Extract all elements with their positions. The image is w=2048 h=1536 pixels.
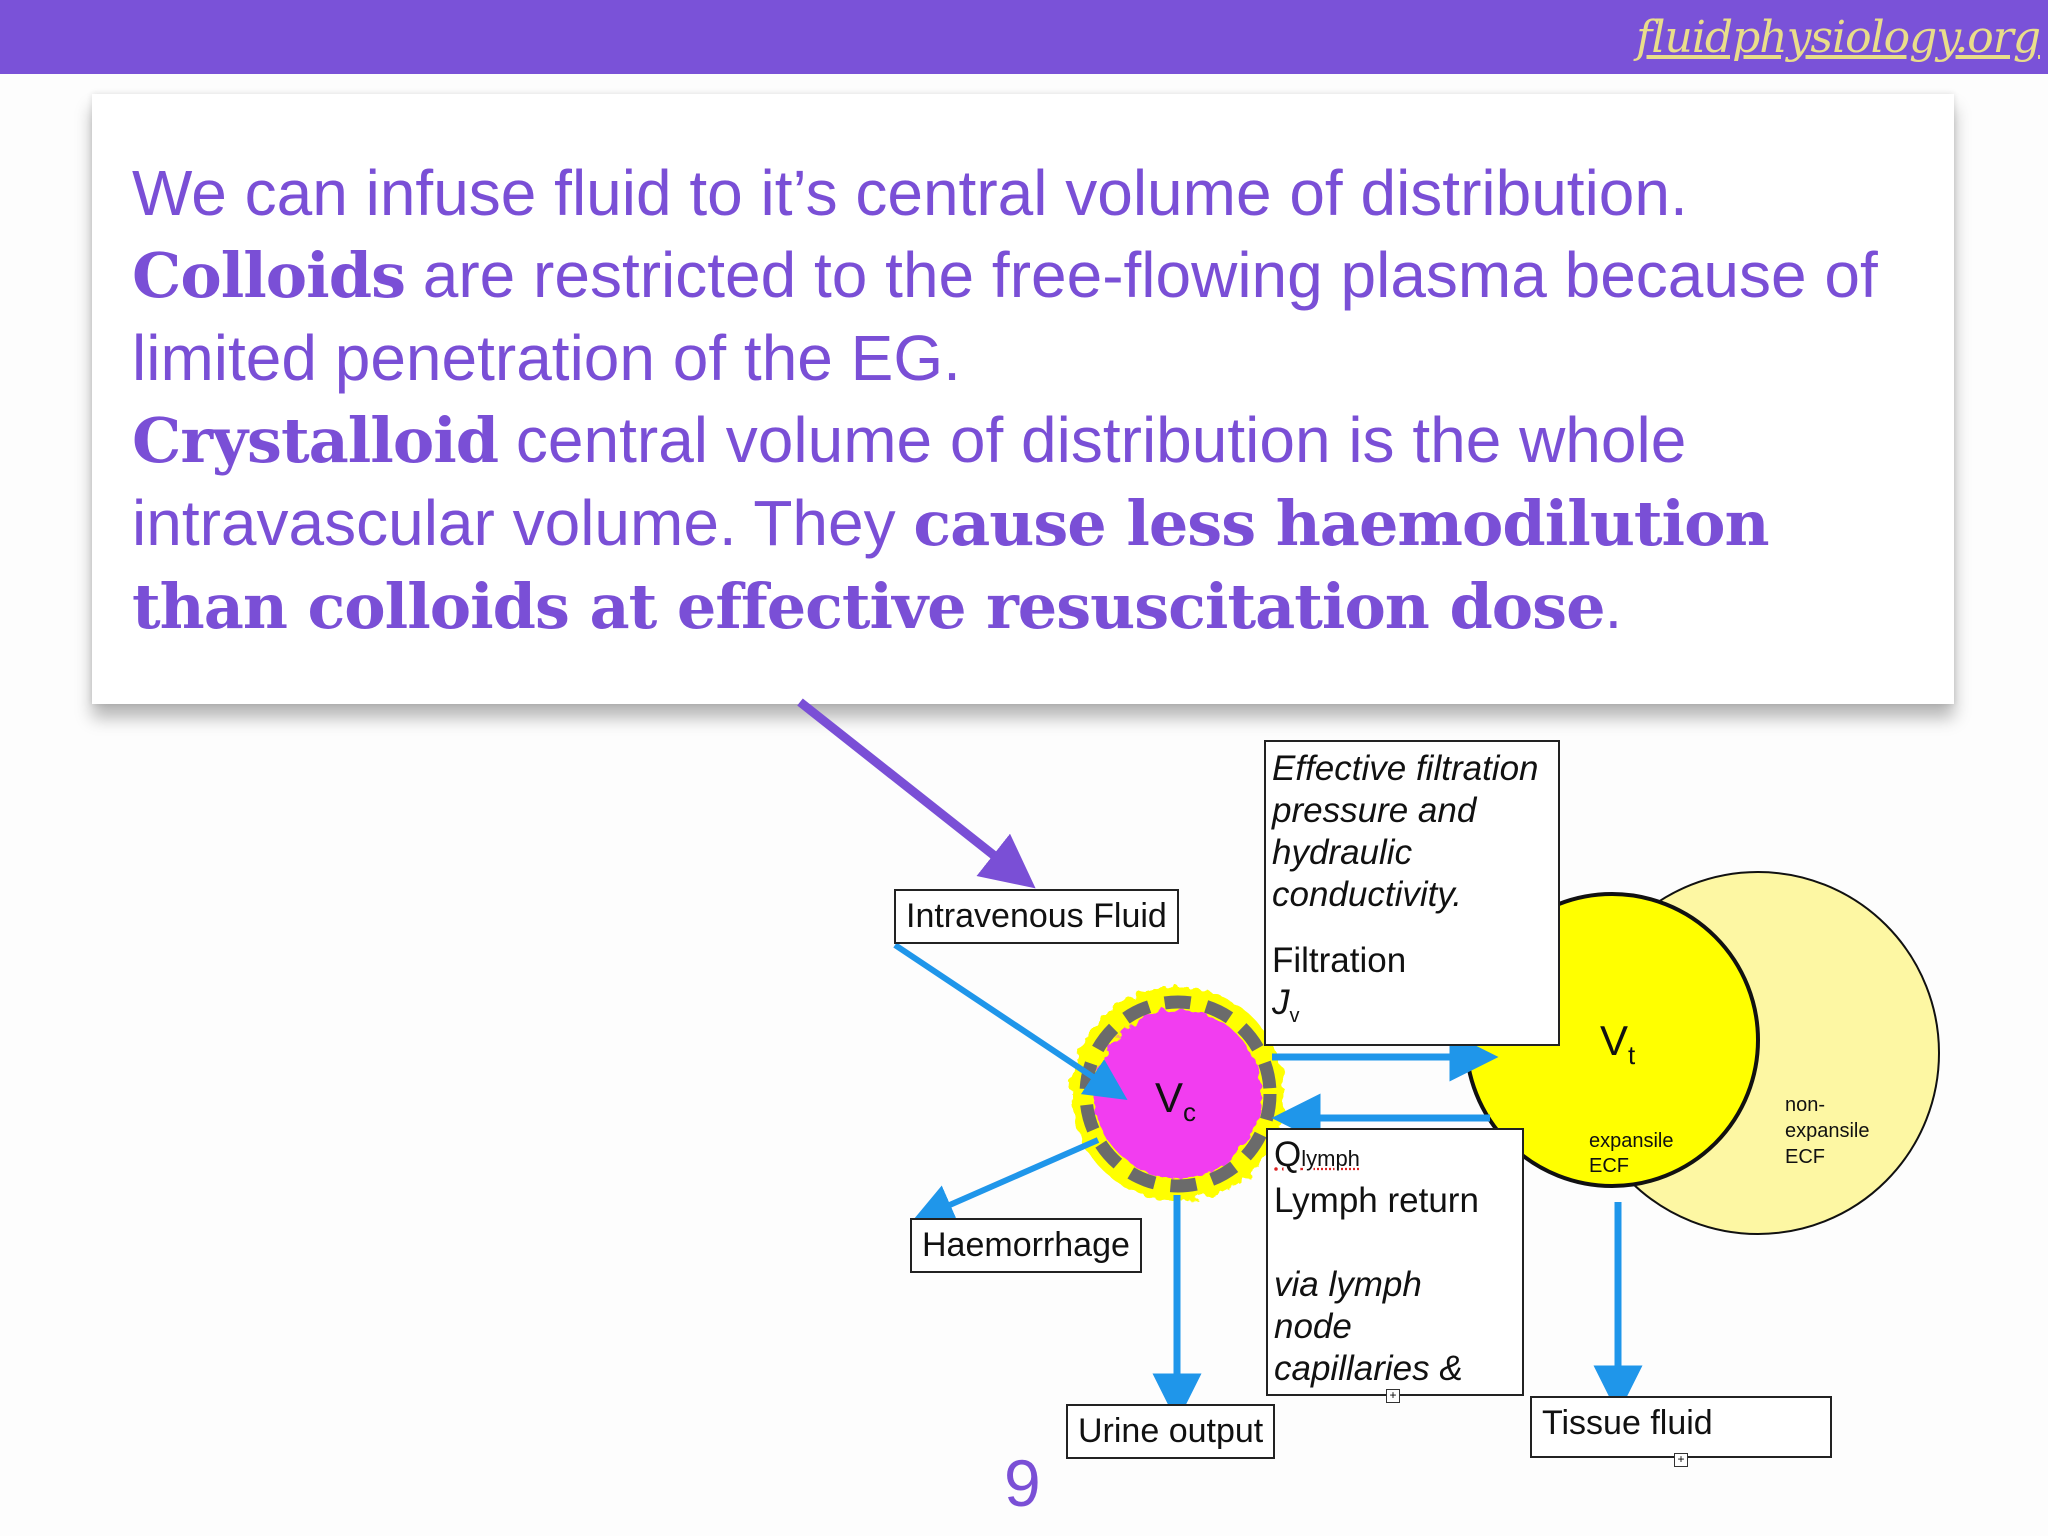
- via-lymph-line-2: node: [1274, 1307, 1352, 1346]
- lymph-box-expand-handle[interactable]: +: [1386, 1389, 1400, 1403]
- sentence-1: We can infuse fluid to it’s central volu…: [132, 157, 1688, 229]
- lymph-info-box: Qlymph Lymph return via lymph node capil…: [1266, 1128, 1524, 1396]
- via-lymph-line-1: via lymph: [1274, 1265, 1422, 1304]
- vc-label: Vc: [1155, 1074, 1196, 1127]
- header-bar: [0, 0, 2048, 74]
- site-logo[interactable]: fluidphysiology.org: [1636, 12, 2041, 63]
- tissue-box-expand-handle[interactable]: +: [1674, 1453, 1688, 1467]
- sentence-3-end: .: [1604, 570, 1623, 642]
- filtration-line-3: hydraulic: [1272, 833, 1413, 872]
- vt-label: Vt: [1600, 1017, 1636, 1070]
- colloids-term: Colloids: [132, 239, 406, 312]
- intravenous-fluid-node: Intravenous Fluid: [894, 889, 1179, 944]
- haemodilution-emphasis: cause less haemodilution than colloids a…: [132, 487, 1770, 643]
- jv-label: Jv: [1272, 983, 1300, 1027]
- filtration-line-1: Effective filtration: [1272, 749, 1539, 788]
- via-lymph-line-3: capillaries &: [1274, 1349, 1463, 1388]
- haemorrhage-node: Haemorrhage: [910, 1218, 1142, 1273]
- expansile-ecf-label: expansile ECF: [1589, 1130, 1679, 1177]
- filtration-info-box: Effective filtration pressure and hydrau…: [1264, 740, 1560, 1046]
- tissue-fluid-node: Tissue fluid: [1530, 1396, 1832, 1458]
- crystalloid-term: Crystalloid: [132, 404, 499, 477]
- iv-inflow-arrow: [893, 942, 1128, 1100]
- filtration-line-2: pressure and: [1272, 791, 1477, 830]
- page-number: 9: [1004, 1446, 1041, 1520]
- sentence-3-rest: central volume of distribution is the wh…: [132, 404, 1687, 559]
- sentence-2-rest: are restricted to the free-flowing plasm…: [132, 239, 1878, 394]
- vc-compartment: [1071, 987, 1285, 1201]
- non-expansile-ecf-label: non- expansile ECF: [1785, 1094, 1875, 1168]
- lymph-return-label: Lymph return: [1274, 1181, 1479, 1220]
- card-pointer-arrow: [797, 698, 1036, 889]
- filtration-line-4: conductivity.: [1272, 875, 1462, 914]
- filtration-label: Filtration: [1272, 941, 1407, 980]
- q-lymph-label: Qlymph: [1274, 1135, 1360, 1174]
- card-text: We can infuse fluid to it’s central volu…: [132, 152, 1932, 648]
- haemorrhage-arrow: [911, 1137, 1100, 1224]
- urine-output-node: Urine output: [1066, 1404, 1276, 1459]
- text-card: [92, 94, 1954, 704]
